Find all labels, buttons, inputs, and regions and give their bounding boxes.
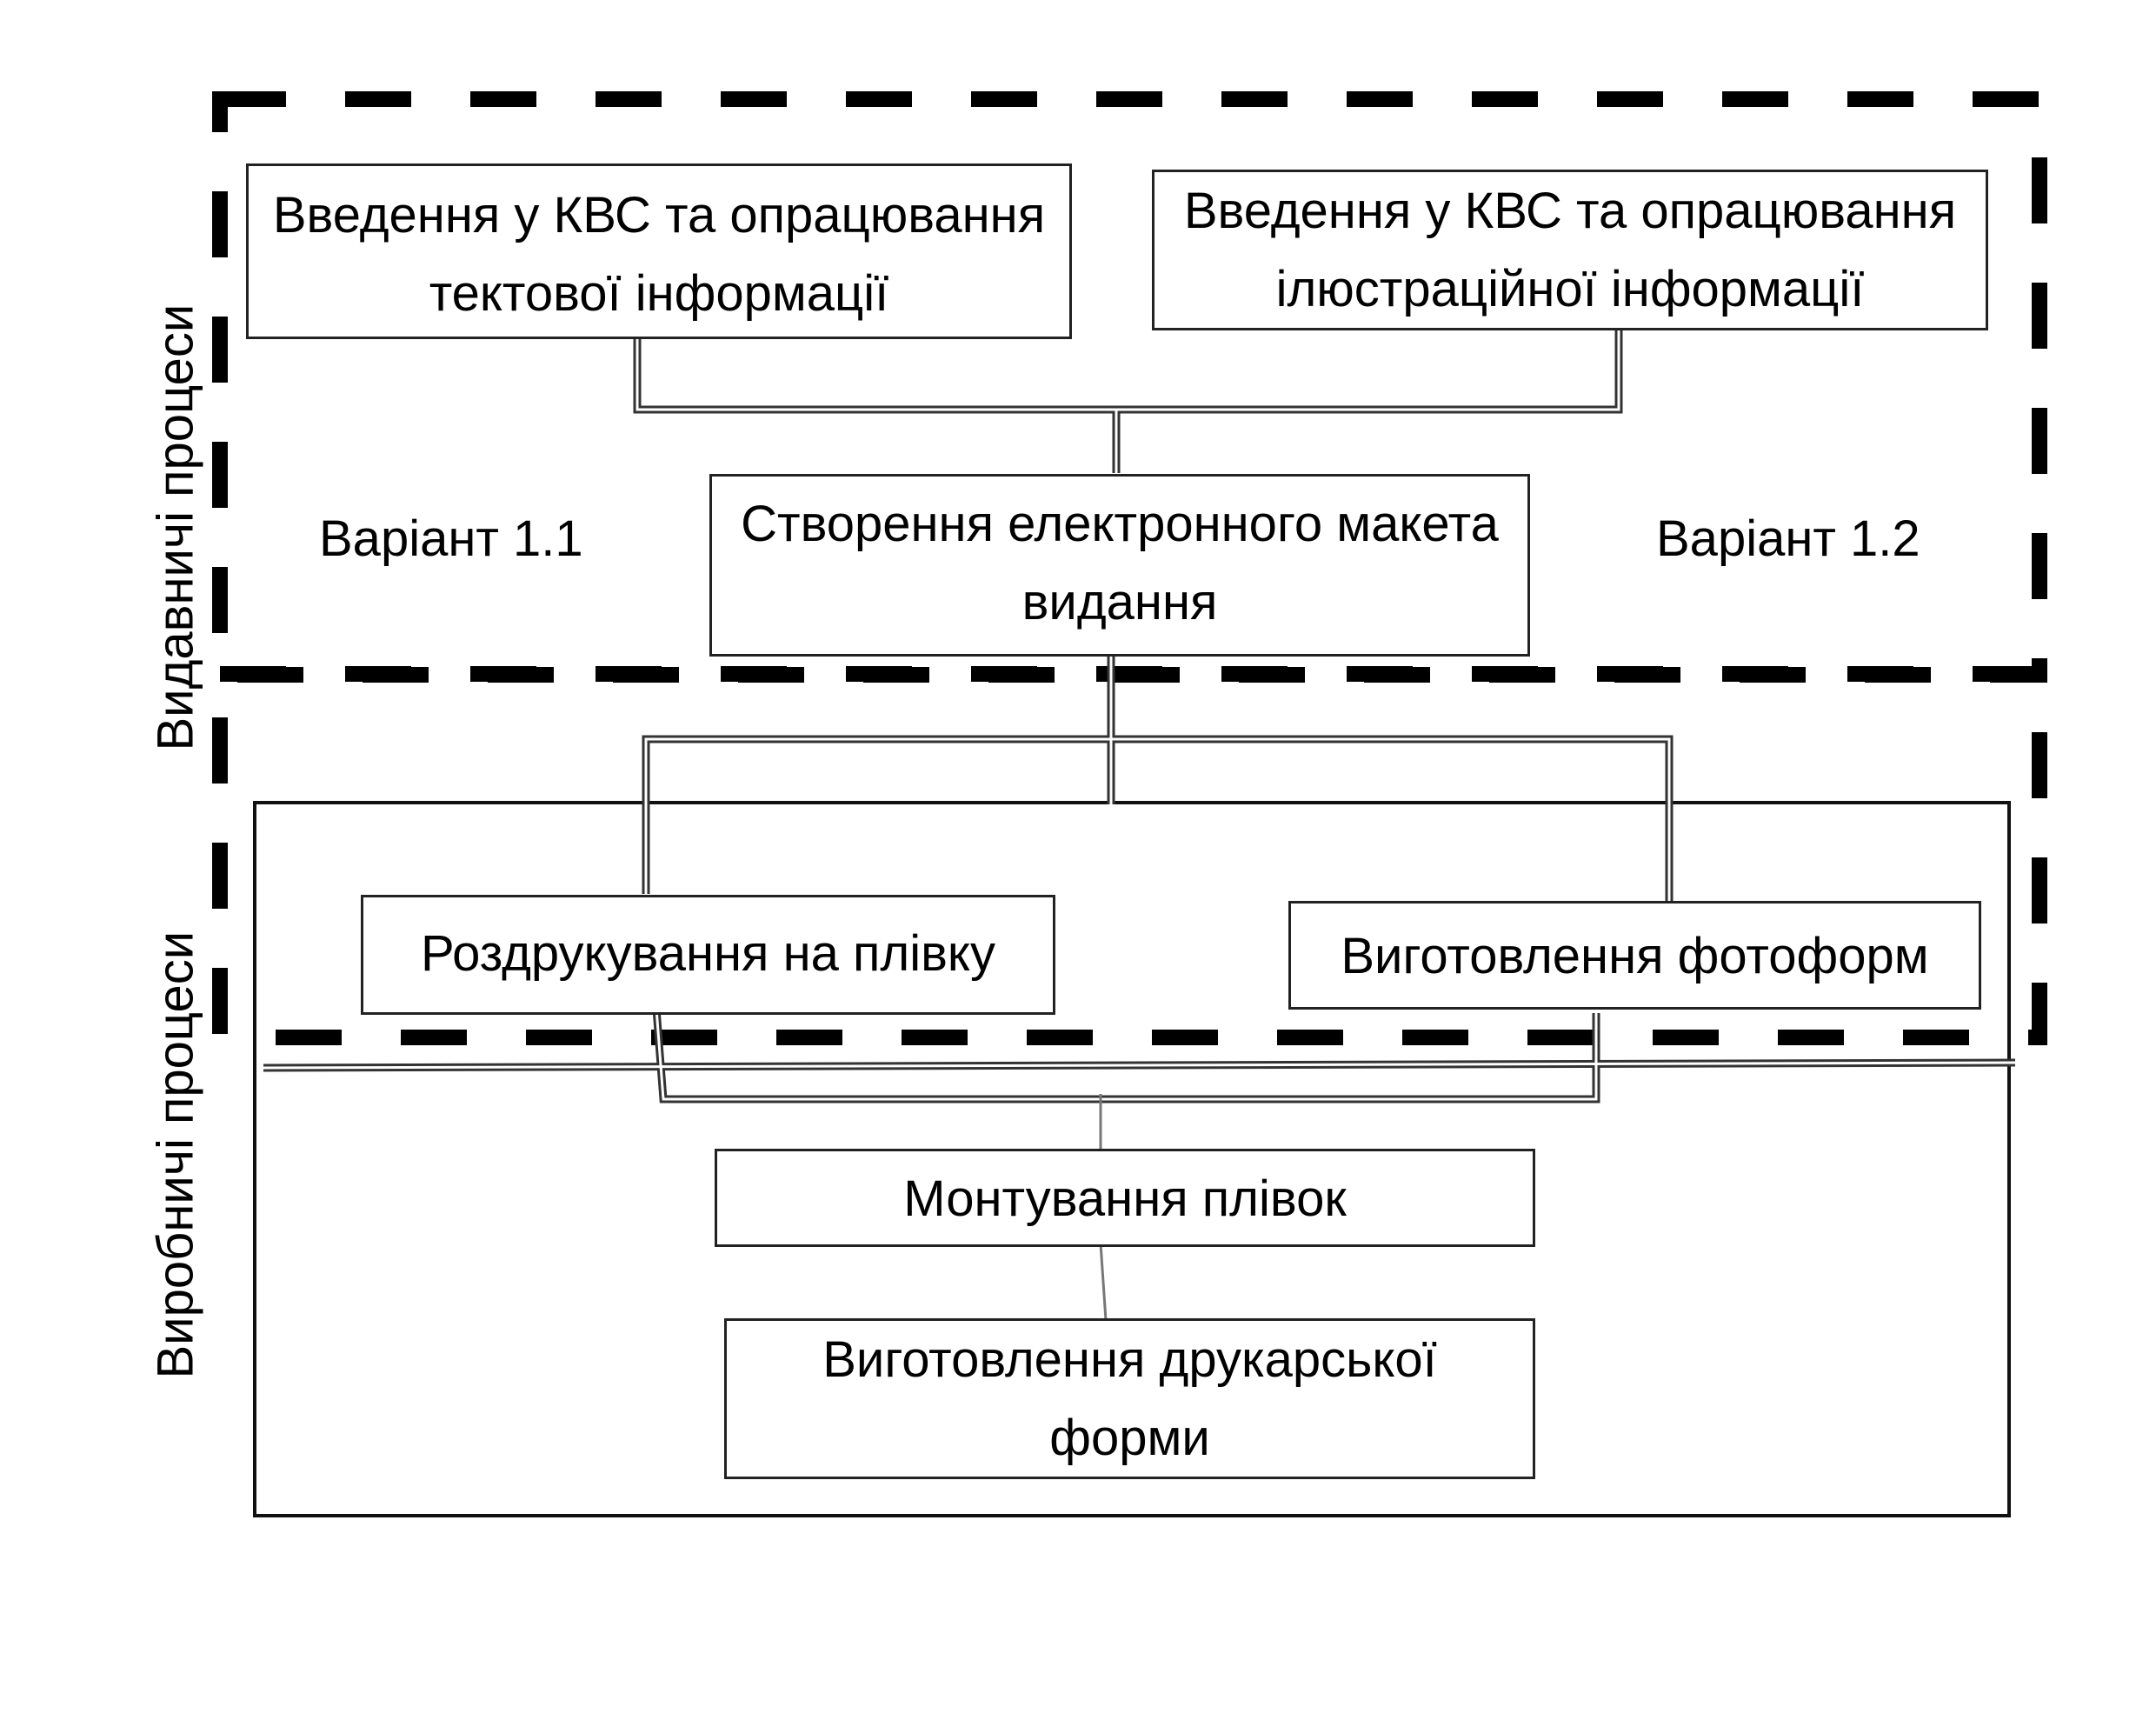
film-mounting-line1: Монтування плівок [903,1170,1347,1227]
production-frame [253,801,2011,1517]
film-print-box: Роздрукування на плівку [361,895,1055,1015]
printing-form-box: Виготовлення друкарської форми [724,1318,1535,1479]
layout-box: Створення електронного макета видання [709,474,1530,657]
middle-connectors [642,647,1674,903]
variant-left-label: Варіант 1.1 [319,510,583,567]
film-print-line1: Роздрукування на плівку [421,925,995,982]
illustration-input-box: Введення у КВС та опрацювання ілюстрацій… [1152,170,1988,330]
variant-right-label: Варіант 1.2 [1656,510,1920,567]
illustration-input-line1: Введення у КВС та опрацювання [1183,183,1957,239]
printing-form-line1: Виготовлення друкарської [822,1331,1437,1388]
text-input-box: Введення у КВС та опрацювання тектової і… [246,163,1072,339]
printing-form-line2: форми [1049,1410,1210,1466]
illustration-input-line2: ілюстраційної інформації [1275,261,1865,317]
top-connectors [633,330,1623,473]
connector-to-printing-form [1099,1243,1108,1321]
text-input-line1: Введення у КВС та опрацювання [272,187,1046,243]
photoform-line1: Виготовлення фотоформ [1341,928,1929,984]
publishing-processes-label: Видавничі процеси [147,303,204,751]
layout-line1: Створення електронного макета [741,496,1499,552]
photoform-box: Виготовлення фотоформ [1288,901,1981,1010]
text-input-line2: тектової інформації [429,265,889,322]
layout-line2: видання [1021,574,1218,630]
lower-connectors [263,1008,2016,1104]
production-dashed-frame [212,666,2047,1045]
production-processes-label: Виробничі процеси [147,930,204,1379]
film-mounting-box: Монтування плівок [715,1149,1535,1247]
